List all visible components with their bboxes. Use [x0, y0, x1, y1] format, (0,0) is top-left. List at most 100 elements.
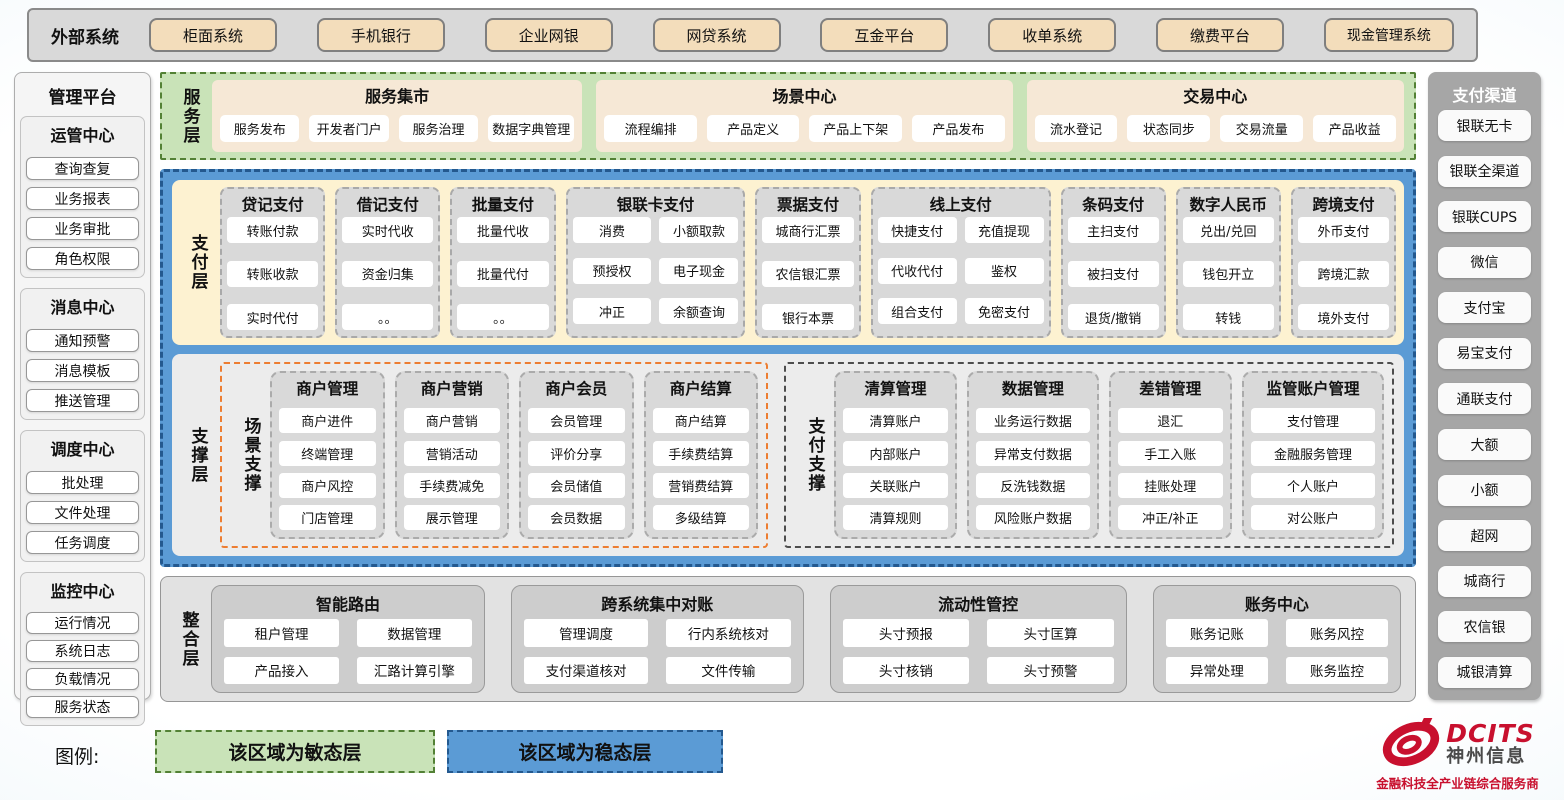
payment-item-button[interactable]: 快捷支付 — [877, 217, 957, 243]
integration-item-button[interactable]: 头寸核销 — [842, 656, 970, 684]
service-item-button[interactable]: 服务发布 — [220, 114, 300, 142]
external-system-button[interactable]: 企业网银 — [484, 18, 613, 52]
integration-item-button[interactable]: 汇路计算引擎 — [356, 656, 472, 684]
channel-button[interactable]: 城商行 — [1438, 565, 1531, 597]
management-item-button[interactable]: 系统日志 — [26, 640, 139, 662]
management-item-button[interactable]: 业务报表 — [26, 187, 139, 210]
service-item-button[interactable]: 产品上下架 — [809, 114, 903, 142]
support-item-button[interactable]: 评价分享 — [528, 440, 625, 466]
payment-item-button[interactable]: 城商行汇票 — [762, 217, 854, 243]
integration-item-button[interactable]: 文件传输 — [666, 656, 791, 684]
support-item-button[interactable]: 商户进件 — [279, 408, 376, 434]
support-item-button[interactable]: 展示管理 — [403, 505, 500, 530]
service-item-button[interactable]: 产品收益 — [1313, 114, 1396, 142]
integration-item-button[interactable]: 头寸匡算 — [987, 619, 1114, 647]
payment-item-button[interactable]: 小额取款 — [659, 217, 739, 243]
channel-button[interactable]: 易宝支付 — [1438, 337, 1531, 369]
management-item-button[interactable]: 服务状态 — [26, 696, 139, 718]
support-item-button[interactable]: 手续费减免 — [403, 472, 500, 498]
support-item-button[interactable]: 金融服务管理 — [1250, 440, 1375, 466]
integration-item-button[interactable]: 账务监控 — [1285, 656, 1389, 684]
management-item-button[interactable]: 负载情况 — [26, 668, 139, 690]
payment-item-button[interactable]: 鉴权 — [964, 257, 1044, 284]
support-item-button[interactable]: 退汇 — [1117, 408, 1223, 434]
payment-item-button[interactable]: 退货/撤销 — [1067, 304, 1159, 330]
payment-item-button[interactable]: 。。 — [342, 304, 434, 330]
support-item-button[interactable]: 对公账户 — [1250, 505, 1375, 530]
channel-button[interactable]: 支付宝 — [1438, 292, 1531, 324]
payment-item-button[interactable]: 境外支付 — [1297, 304, 1390, 330]
payment-item-button[interactable]: 消费 — [572, 217, 652, 243]
support-item-button[interactable]: 营销费结算 — [652, 472, 749, 498]
payment-item-button[interactable]: 钱包开立 — [1182, 260, 1274, 287]
service-item-button[interactable]: 流水登记 — [1034, 114, 1118, 142]
integration-item-button[interactable]: 行内系统核对 — [666, 619, 791, 647]
integration-item-button[interactable]: 支付渠道核对 — [523, 656, 649, 684]
service-item-button[interactable]: 流程编排 — [604, 114, 697, 142]
support-item-button[interactable]: 清算账户 — [842, 408, 949, 434]
service-item-button[interactable]: 产品定义 — [706, 114, 800, 142]
support-item-button[interactable]: 多级结算 — [652, 505, 749, 530]
payment-item-button[interactable]: 被扫支付 — [1067, 260, 1159, 287]
management-item-button[interactable]: 通知预警 — [26, 329, 139, 352]
service-item-button[interactable]: 产品发布 — [912, 114, 1005, 142]
payment-item-button[interactable]: 。。 — [457, 304, 549, 330]
integration-item-button[interactable]: 数据管理 — [356, 619, 472, 647]
integration-item-button[interactable]: 产品接入 — [224, 656, 339, 684]
payment-item-button[interactable]: 冲正 — [572, 298, 652, 325]
management-item-button[interactable]: 业务审批 — [26, 217, 139, 240]
external-system-button[interactable]: 收单系统 — [988, 18, 1117, 52]
external-system-button[interactable]: 网贷系统 — [652, 18, 781, 52]
external-system-button[interactable]: 缴费平台 — [1156, 18, 1285, 52]
payment-item-button[interactable]: 主扫支付 — [1067, 217, 1159, 243]
external-system-button[interactable]: 现金管理系统 — [1323, 18, 1454, 52]
management-item-button[interactable]: 查询查复 — [26, 157, 139, 180]
payment-item-button[interactable]: 兑出/兑回 — [1182, 217, 1274, 243]
channel-button[interactable]: 银联CUPS — [1438, 201, 1531, 233]
support-item-button[interactable]: 挂账处理 — [1117, 472, 1223, 498]
support-item-button[interactable]: 会员数据 — [528, 505, 625, 530]
management-item-button[interactable]: 文件处理 — [26, 501, 139, 524]
support-item-button[interactable]: 关联账户 — [842, 472, 949, 498]
support-item-button[interactable]: 个人账户 — [1250, 472, 1375, 498]
management-item-button[interactable]: 批处理 — [26, 471, 139, 494]
integration-item-button[interactable]: 异常处理 — [1165, 656, 1268, 684]
support-item-button[interactable]: 门店管理 — [279, 505, 376, 530]
payment-item-button[interactable]: 转账付款 — [227, 217, 319, 243]
payment-item-button[interactable]: 实时代付 — [227, 304, 319, 330]
payment-item-button[interactable]: 预授权 — [572, 257, 652, 284]
payment-item-button[interactable]: 批量代付 — [457, 260, 549, 287]
payment-item-button[interactable]: 组合支付 — [877, 298, 957, 325]
support-item-button[interactable]: 手续费结算 — [652, 440, 749, 466]
channel-button[interactable]: 大额 — [1438, 429, 1531, 461]
channel-button[interactable]: 银联无卡 — [1438, 110, 1531, 141]
management-item-button[interactable]: 运行情况 — [26, 612, 139, 634]
management-item-button[interactable]: 任务调度 — [26, 531, 139, 554]
service-item-button[interactable]: 开发者门户 — [309, 114, 389, 142]
support-item-button[interactable]: 营销活动 — [403, 440, 500, 466]
channel-button[interactable]: 微信 — [1438, 246, 1531, 278]
support-item-button[interactable]: 业务运行数据 — [976, 408, 1090, 434]
support-item-button[interactable]: 会员管理 — [528, 408, 625, 434]
integration-item-button[interactable]: 账务风控 — [1285, 619, 1389, 647]
integration-item-button[interactable]: 头寸预报 — [842, 619, 970, 647]
support-item-button[interactable]: 反洗钱数据 — [976, 472, 1090, 498]
payment-item-button[interactable]: 银行本票 — [762, 304, 854, 330]
support-item-button[interactable]: 内部账户 — [842, 440, 949, 466]
service-item-button[interactable]: 数据字典管理 — [488, 114, 575, 142]
support-item-button[interactable]: 风险账户数据 — [976, 505, 1090, 530]
channel-button[interactable]: 超网 — [1438, 520, 1531, 552]
external-system-button[interactable]: 手机银行 — [316, 18, 445, 52]
support-item-button[interactable]: 商户风控 — [279, 472, 376, 498]
external-system-button[interactable]: 柜面系统 — [149, 18, 277, 52]
support-item-button[interactable]: 手工入账 — [1117, 440, 1223, 466]
payment-item-button[interactable]: 实时代收 — [342, 217, 434, 243]
external-system-button[interactable]: 互金平台 — [820, 18, 949, 52]
channel-button[interactable]: 通联支付 — [1438, 383, 1531, 415]
service-item-button[interactable]: 状态同步 — [1127, 114, 1211, 142]
support-item-button[interactable]: 终端管理 — [279, 440, 376, 466]
service-item-button[interactable]: 服务治理 — [398, 114, 479, 142]
support-item-button[interactable]: 支付管理 — [1250, 408, 1375, 434]
integration-item-button[interactable]: 租户管理 — [224, 619, 339, 647]
support-item-button[interactable]: 商户营销 — [403, 408, 500, 434]
